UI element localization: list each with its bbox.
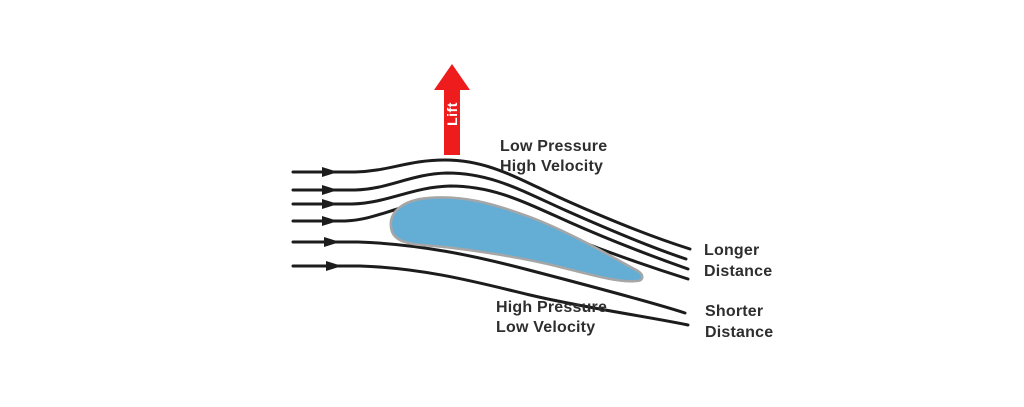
lift-label: Lift	[444, 102, 460, 126]
streamline-5	[291, 240, 687, 315]
labels-group: Low Pressure High Velocity High Pressure…	[496, 138, 773, 341]
streamline-1	[291, 158, 692, 251]
high-pressure-label: High Pressure	[496, 299, 607, 316]
airfoil-shape	[389, 196, 644, 283]
shorter-distance-label: Distance	[705, 324, 773, 341]
lift-arrow-icon	[434, 64, 470, 155]
high-velocity-label: High Velocity	[500, 158, 603, 175]
right-arrowhead-icon	[322, 199, 338, 209]
right-arrowhead-icon	[322, 216, 338, 226]
right-arrowhead-icon	[326, 261, 342, 271]
right-arrowhead-icon	[324, 237, 340, 247]
right-arrowhead-icon	[322, 185, 338, 195]
streamline-3	[291, 184, 690, 271]
streamline-6	[291, 264, 690, 327]
flow-arrowheads-group	[322, 167, 342, 271]
streamline-2	[291, 171, 688, 261]
longer-distance-label: Distance	[704, 263, 772, 280]
low-velocity-label: Low Velocity	[496, 319, 595, 336]
shorter-label: Shorter	[705, 303, 763, 320]
low-pressure-label: Low Pressure	[500, 138, 607, 155]
right-arrowhead-icon	[322, 167, 338, 177]
longer-label: Longer	[704, 242, 759, 259]
streamlines-group	[291, 158, 692, 327]
